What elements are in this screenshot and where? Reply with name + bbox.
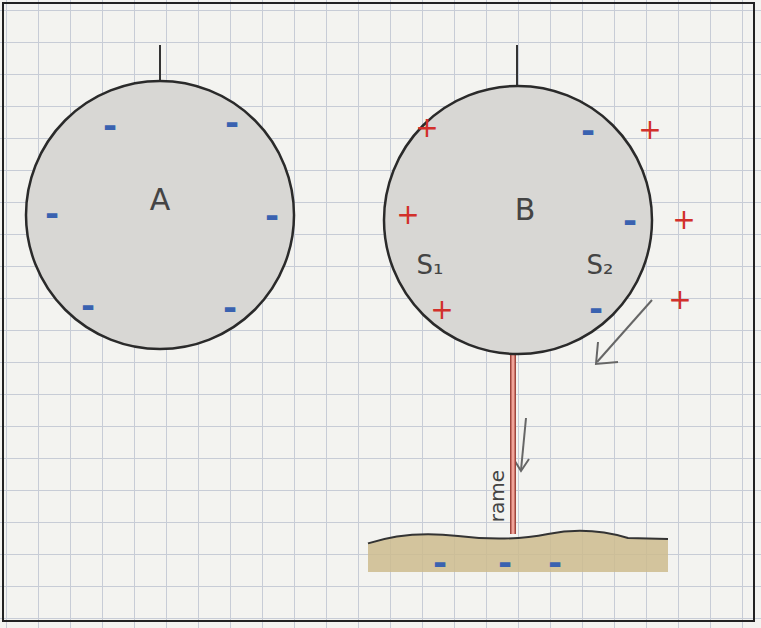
charge-sign: - bbox=[223, 290, 237, 324]
charge-sign: - bbox=[81, 288, 95, 322]
sphere-name: A bbox=[150, 185, 171, 215]
charged-sphere: A - - - - - - bbox=[25, 80, 295, 350]
sphere-outline bbox=[25, 80, 295, 350]
copper-rod bbox=[513, 355, 514, 534]
charge-sign: - bbox=[589, 291, 603, 325]
charge-sign: - bbox=[45, 196, 59, 230]
surface-label: S₂ bbox=[587, 252, 614, 278]
charge-sign: - bbox=[498, 545, 512, 579]
hanging-thread bbox=[516, 45, 518, 87]
ground-band bbox=[368, 528, 668, 572]
charge-sign: + bbox=[668, 286, 691, 314]
charge-sign: - bbox=[623, 203, 637, 237]
charge-sign: - bbox=[225, 105, 239, 139]
charge-sign: - bbox=[103, 108, 117, 142]
ground: --- bbox=[368, 528, 668, 572]
charge-sign: + bbox=[430, 296, 453, 324]
charge-sign: - bbox=[433, 545, 447, 579]
charge-sign: - bbox=[581, 113, 595, 147]
charged-sphere: B S₁ S₂ + + + - - - bbox=[383, 85, 653, 355]
hanging-thread bbox=[159, 45, 161, 82]
charge-sign: + bbox=[415, 114, 438, 142]
charge-sign: - bbox=[548, 545, 562, 579]
charge-sign: + bbox=[672, 206, 695, 234]
charge-sign: - bbox=[265, 198, 279, 232]
rod-label: rame bbox=[487, 470, 507, 522]
surface-label: S₁ bbox=[417, 252, 444, 278]
charge-sign: + bbox=[396, 201, 419, 229]
sphere-name: B bbox=[515, 195, 536, 225]
charge-sign: + bbox=[638, 116, 661, 144]
